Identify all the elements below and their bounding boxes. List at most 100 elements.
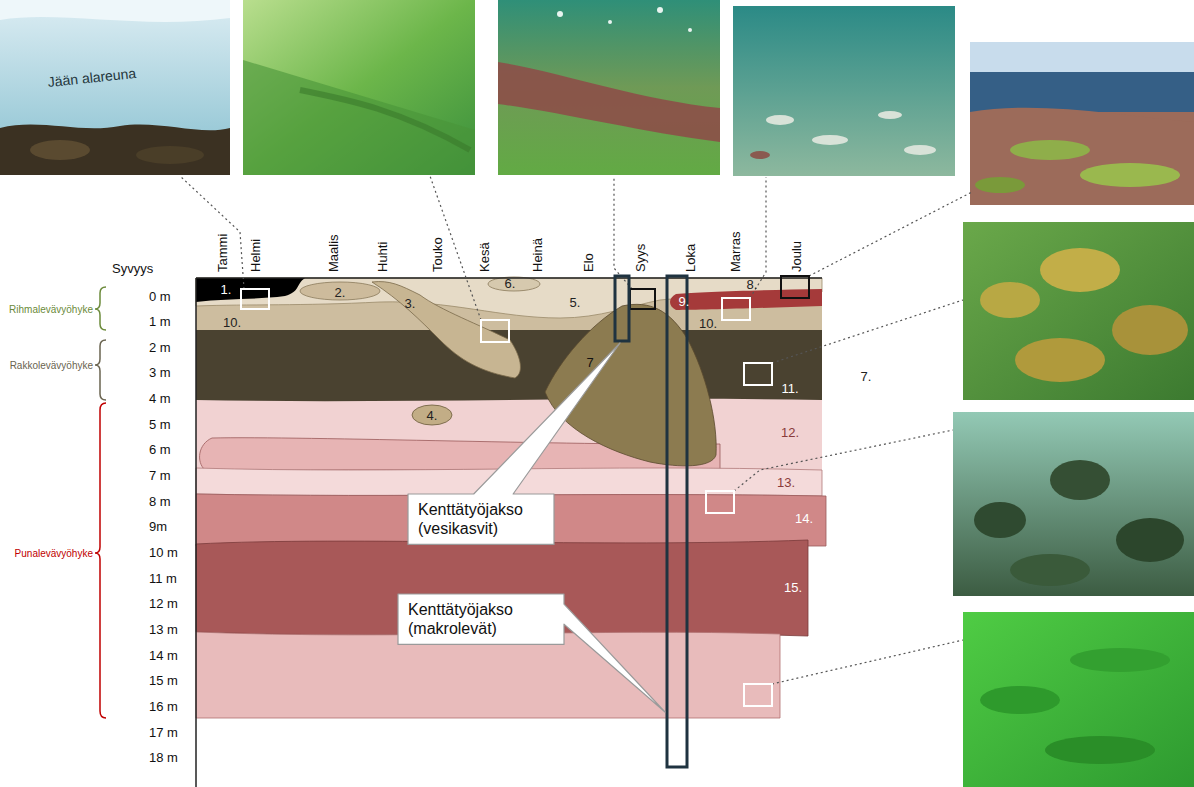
callout-number: 1. — [221, 282, 232, 297]
photo-deep-floor — [963, 612, 1194, 787]
depth-band — [545, 304, 716, 466]
axis-title: Syvyys — [112, 261, 153, 276]
fieldwork-period — [615, 276, 687, 767]
photo-ice — [136, 146, 204, 164]
depth-band — [670, 289, 822, 310]
callout-number: 7. — [861, 369, 872, 384]
month-label: Heinä — [530, 238, 545, 272]
photo-ice — [30, 140, 90, 160]
month-label: Syys — [633, 244, 648, 272]
zone-bracket — [95, 403, 106, 718]
sample-marker — [744, 363, 772, 385]
callout-text: Kenttätyöjakso (makrolevät) — [408, 600, 554, 638]
photo-shore — [975, 177, 1025, 193]
depth-label: 16 m — [149, 699, 178, 714]
depth-label: 8 m — [149, 494, 171, 509]
photo-red-algae — [557, 11, 563, 17]
photo-green — [243, 0, 475, 175]
photo-seabed — [750, 151, 770, 159]
depth-label: 7 m — [149, 468, 171, 483]
photo-red-algae — [688, 28, 692, 32]
photo-seabed — [733, 6, 955, 176]
photo-deep-algae — [953, 412, 1194, 596]
depth-label: 10 m — [149, 545, 178, 560]
callout-number: 4. — [427, 408, 438, 423]
callout-number: 10. — [223, 315, 241, 330]
leader-line — [809, 192, 972, 276]
month-label: Joulu — [789, 241, 804, 272]
photo-seabed — [733, 6, 955, 176]
photo-deep-floor — [1045, 736, 1155, 764]
photo-shore — [970, 42, 1194, 72]
depth-label: 1 m — [149, 314, 171, 329]
photo-shore — [970, 42, 1194, 205]
leader-line — [180, 176, 244, 289]
depth-label: 3 m — [149, 365, 171, 380]
month-label: Huhti — [375, 242, 390, 272]
callout-number: 2. — [335, 285, 346, 300]
callout-number: 11. — [781, 381, 798, 396]
depth-band — [372, 282, 520, 378]
photo-deep-algae — [1010, 554, 1090, 586]
axis-line — [195, 278, 197, 787]
callout-number: 14. — [795, 511, 813, 526]
fieldwork-period — [667, 276, 687, 767]
photo-ice — [0, 0, 230, 22]
photo-seabed — [904, 145, 936, 155]
photo-deep-floor — [980, 686, 1060, 714]
photo-red-algae — [498, 0, 720, 175]
callout-number: 6. — [505, 276, 516, 291]
callout-box: Kenttätyöjakso (vesikasvit) — [408, 494, 554, 544]
photo-red-algae — [608, 20, 612, 24]
sample-marker — [722, 298, 750, 320]
photo-deep-floor — [1070, 648, 1170, 672]
fieldwork-period — [615, 276, 629, 341]
depth-band — [196, 277, 826, 718]
photo-green — [300, 90, 470, 150]
photo-seabed — [766, 115, 794, 125]
leader-line — [430, 176, 481, 320]
photo-green — [243, 60, 475, 175]
photo-bladderwrack — [963, 222, 1194, 400]
photo-shore — [1010, 140, 1090, 160]
axis-line — [196, 278, 822, 787]
month-label: Elo — [581, 253, 596, 272]
callout-number: 9. — [679, 294, 690, 309]
month-label: Touko — [430, 237, 445, 272]
photo-ice — [0, 0, 230, 175]
callout-number: 7 — [586, 355, 593, 370]
photo-bladderwrack — [1112, 305, 1188, 355]
month-label: Marras — [728, 232, 743, 272]
zone-label: Rakkolevävyöhyke — [10, 358, 93, 373]
sample-marker — [241, 289, 269, 309]
photo-caption: Jään alareuna — [47, 66, 137, 90]
photo-bladderwrack — [1040, 248, 1120, 292]
photo-red-algae — [657, 7, 663, 13]
photo-bladderwrack — [963, 222, 1194, 400]
sample-marker — [706, 491, 734, 513]
depth-label: 17 m — [149, 725, 178, 740]
photo-seabed — [878, 111, 902, 119]
photo-deep-floor — [963, 612, 1194, 787]
depth-label: 14 m — [149, 648, 178, 663]
photo-deep-algae — [953, 412, 1194, 596]
depth-label: 4 m — [149, 391, 171, 406]
sample-marker — [481, 320, 509, 342]
depth-band — [300, 282, 380, 300]
callout-number: 13. — [777, 475, 795, 490]
photo-shore — [970, 108, 1194, 205]
depth-label: 6 m — [149, 442, 171, 457]
callout-number: 8. — [747, 277, 758, 292]
leader-line — [180, 176, 972, 684]
callout-text: Kenttätyöjakso (vesikasvit) — [418, 500, 544, 538]
depth-label: 2 m — [149, 340, 171, 355]
photo-shore — [1080, 163, 1180, 187]
sample-marker — [630, 289, 655, 309]
depth-label: 18 m — [149, 750, 178, 765]
leader-line — [772, 300, 963, 363]
callout-box: Kenttätyöjakso (makrolevät) — [398, 594, 564, 644]
photo-bladderwrack — [1015, 338, 1105, 382]
photo-shore — [970, 42, 1194, 205]
